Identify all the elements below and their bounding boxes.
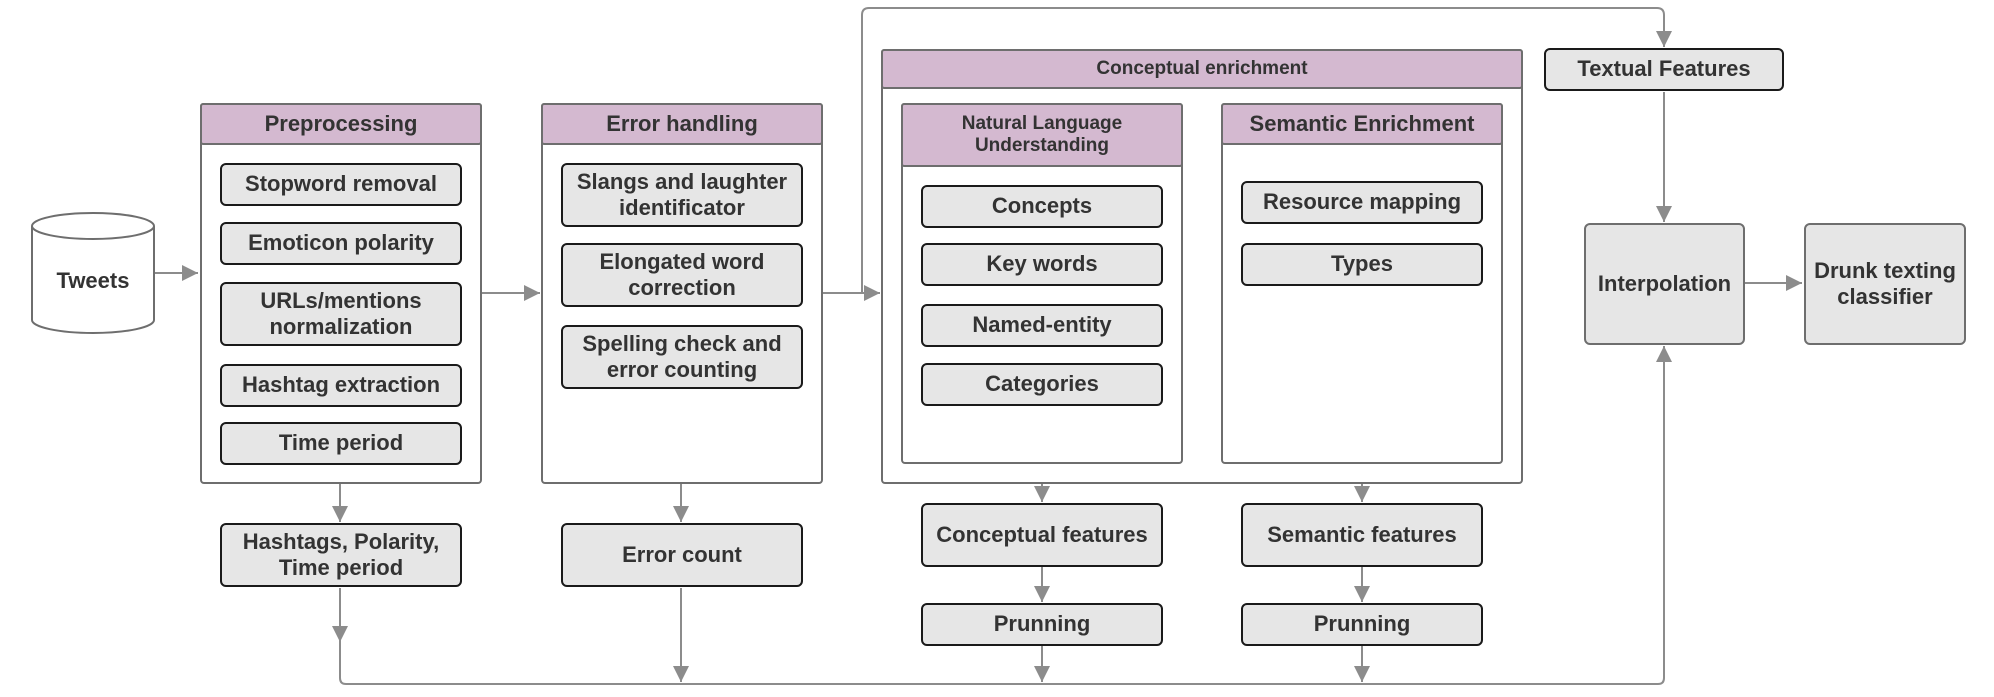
stopword-removal-node: Stopword removal xyxy=(220,163,462,206)
arrow-top-route xyxy=(861,7,1672,293)
textual-features-node: Textual Features xyxy=(1544,48,1784,91)
concepts-node: Concepts xyxy=(921,185,1163,228)
error-handling-header: Error handling xyxy=(541,103,823,145)
types-node: Types xyxy=(1241,243,1483,286)
drunk-texting-classifier-node: Drunk texting classifier xyxy=(1804,223,1966,345)
tweets-database-icon xyxy=(31,212,155,334)
emoticon-polarity-node: Emoticon polarity xyxy=(220,222,462,265)
preprocessing-header: Preprocessing xyxy=(200,103,482,145)
interpolation-node: Interpolation xyxy=(1584,223,1745,345)
slangs-laughter-node: Slangs and laughter identificator xyxy=(561,163,803,227)
nlu-header: Natural Language Understanding xyxy=(901,103,1183,167)
semantic-prunning-node: Prunning xyxy=(1241,603,1483,646)
urls-mentions-node: URLs/mentions normalization xyxy=(220,282,462,346)
semantic-header: Semantic Enrichment xyxy=(1221,103,1503,145)
named-entity-node: Named-entity xyxy=(921,304,1163,347)
resource-mapping-node: Resource mapping xyxy=(1241,181,1483,224)
conceptual-features-output: Conceptual features xyxy=(921,503,1163,567)
elongated-word-node: Elongated word correction xyxy=(561,243,803,307)
key-words-node: Key words xyxy=(921,243,1163,286)
categories-node: Categories xyxy=(921,363,1163,406)
conceptual-prunning-node: Prunning xyxy=(921,603,1163,646)
hashtag-extraction-node: Hashtag extraction xyxy=(220,364,462,407)
error-count-output: Error count xyxy=(561,523,803,587)
time-period-node: Time period xyxy=(220,422,462,465)
tweets-label: Tweets xyxy=(56,268,130,293)
hashtags-polarity-output: Hashtags, Polarity, Time period xyxy=(220,523,462,587)
spelling-check-node: Spelling check and error counting xyxy=(561,325,803,389)
conceptual-enrichment-header: Conceptual enrichment xyxy=(881,49,1523,89)
bottom-bus xyxy=(339,346,1672,685)
semantic-features-output: Semantic features xyxy=(1241,503,1483,567)
